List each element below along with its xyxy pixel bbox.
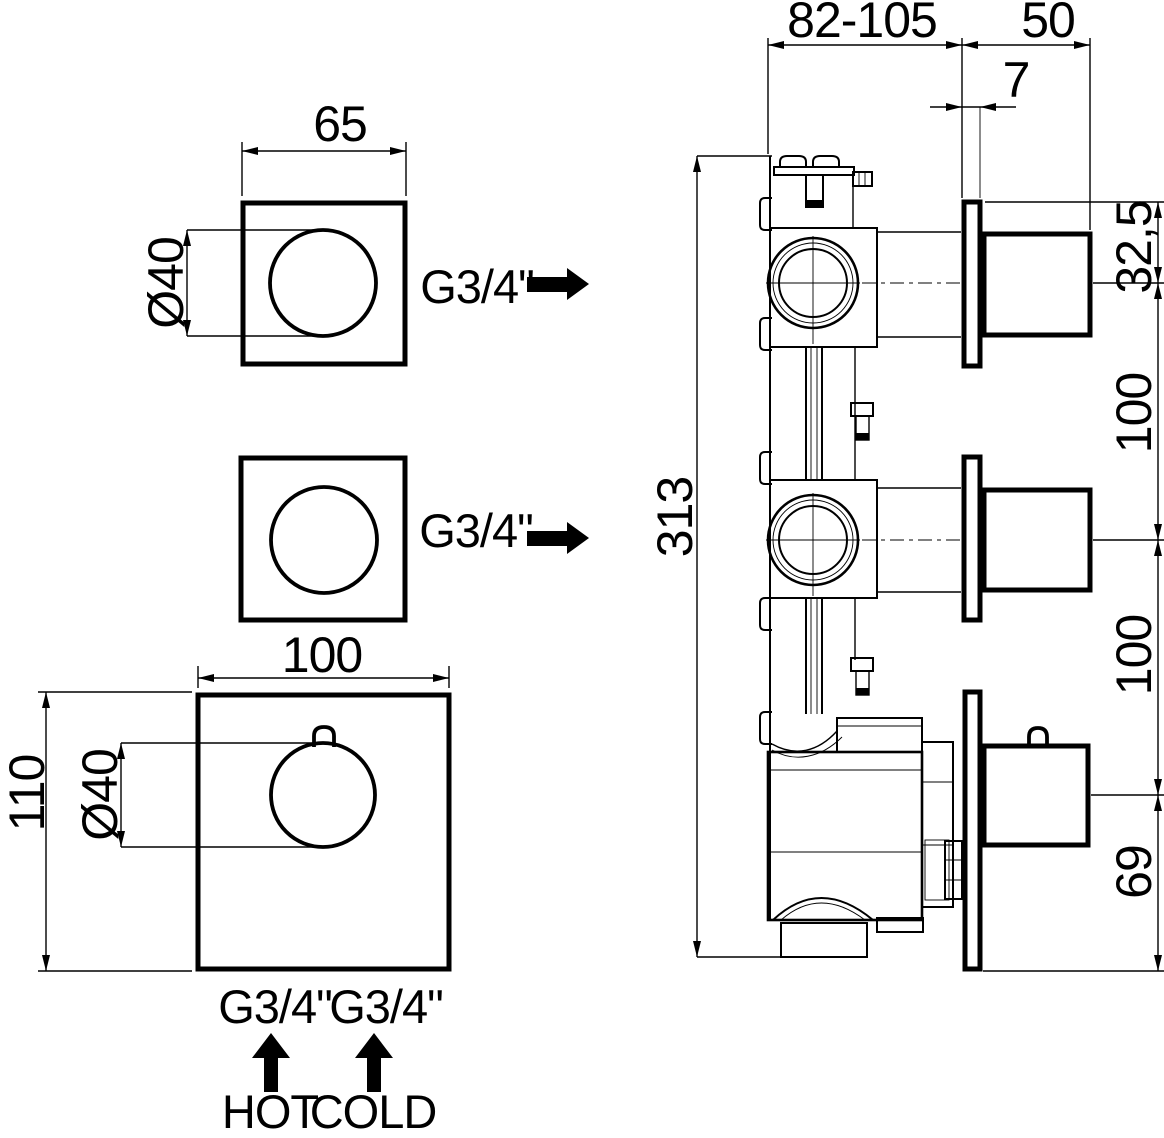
mounting-lug bbox=[759, 597, 772, 631]
dim-height-110: 110 bbox=[0, 691, 192, 972]
thermostat-block bbox=[766, 717, 963, 958]
cartridge-stem-housing bbox=[921, 741, 954, 908]
front-top-view: 65 Ø40 G3/4" bbox=[138, 96, 589, 367]
bottom-outlet-block bbox=[780, 922, 868, 958]
knob-bottom-side bbox=[981, 743, 1091, 848]
dim-label-depth-range: 82-105 bbox=[787, 0, 937, 48]
inlet-label-cold-port: G3/4" bbox=[329, 980, 443, 1033]
side-fitting bbox=[852, 171, 873, 187]
dim-depth-chain: 82-105 50 7 bbox=[767, 0, 1091, 230]
front-middle-view: G3/4" bbox=[238, 455, 589, 623]
outlet-arrow-right-icon bbox=[527, 268, 589, 300]
dim-label-offset-top: 32,5 bbox=[1106, 200, 1162, 293]
cold-inlet-arrow-up-icon bbox=[355, 1033, 393, 1092]
dim-width-100: 100 bbox=[197, 627, 450, 688]
knob-middle-side bbox=[981, 487, 1093, 593]
mounting-lug bbox=[759, 317, 772, 351]
escutcheon-plate-square bbox=[240, 200, 408, 367]
dim-label-diameter-bottom: Ø40 bbox=[72, 749, 128, 841]
top-bolt-assembly bbox=[773, 155, 873, 228]
dim-label-diameter-top: Ø40 bbox=[138, 237, 194, 329]
escutcheon-plate-square bbox=[238, 455, 408, 623]
dim-label-height-110: 110 bbox=[0, 755, 55, 832]
knob-top-side bbox=[981, 231, 1093, 338]
knob-indicator-tab bbox=[312, 725, 336, 747]
wall-plate-middle bbox=[961, 454, 983, 623]
knob-indicator-tab-side bbox=[1027, 726, 1049, 744]
dim-label-spacing-lower: 100 bbox=[1106, 615, 1162, 695]
dim-width-65: 65 bbox=[241, 96, 407, 196]
dim-overall-height-313: 313 bbox=[647, 155, 867, 958]
upper-cartridge-block bbox=[766, 227, 961, 348]
dim-label-offset-bottom: 69 bbox=[1106, 845, 1162, 899]
dim-label-overall-height: 313 bbox=[647, 477, 703, 557]
mounting-lug bbox=[759, 711, 772, 745]
cold-label: COLD bbox=[310, 1085, 437, 1138]
side-view: 313 82-105 50 7 bbox=[647, 0, 1164, 972]
wall-plate-bottom bbox=[962, 689, 983, 972]
hot-inlet-arrow-up-icon bbox=[252, 1033, 290, 1092]
escutcheon-plate-square bbox=[195, 692, 452, 972]
dim-label-width-100: 100 bbox=[282, 627, 362, 683]
knob-circle bbox=[268, 228, 378, 338]
stem-nut bbox=[944, 840, 963, 900]
middle-cartridge-block bbox=[766, 479, 961, 599]
outlet-arch bbox=[772, 897, 874, 921]
pipe-section-lower bbox=[805, 598, 874, 714]
pipe-section-upper bbox=[805, 347, 874, 480]
dim-label-plate-thickness: 7 bbox=[1003, 52, 1030, 108]
inlet-label-hot-port: G3/4" bbox=[218, 980, 332, 1033]
dim-label-knob-protrusion: 50 bbox=[1021, 0, 1075, 48]
outlet-arrow-right-icon bbox=[527, 522, 589, 554]
front-bottom-view: 100 110 Ø40 G3/4" G3/4" HOT COLD bbox=[0, 627, 452, 1138]
dim-diameter-40-top: Ø40 bbox=[138, 229, 327, 337]
port-label-top: G3/4" bbox=[420, 260, 534, 313]
dim-label-spacing-upper: 100 bbox=[1106, 373, 1162, 453]
thermostat-knob-circle bbox=[269, 741, 377, 849]
mounting-lug bbox=[759, 451, 772, 485]
dim-spacing-chain: 32,5 100 100 69 bbox=[983, 200, 1164, 972]
wall-plate-top bbox=[961, 199, 983, 369]
port-label-middle: G3/4" bbox=[419, 504, 533, 557]
dim-diameter-40-bottom: Ø40 bbox=[72, 742, 320, 848]
dim-label-width-65: 65 bbox=[313, 96, 367, 152]
hot-label: HOT bbox=[222, 1085, 319, 1138]
knob-circle bbox=[269, 485, 379, 595]
mounting-lug bbox=[759, 197, 772, 231]
